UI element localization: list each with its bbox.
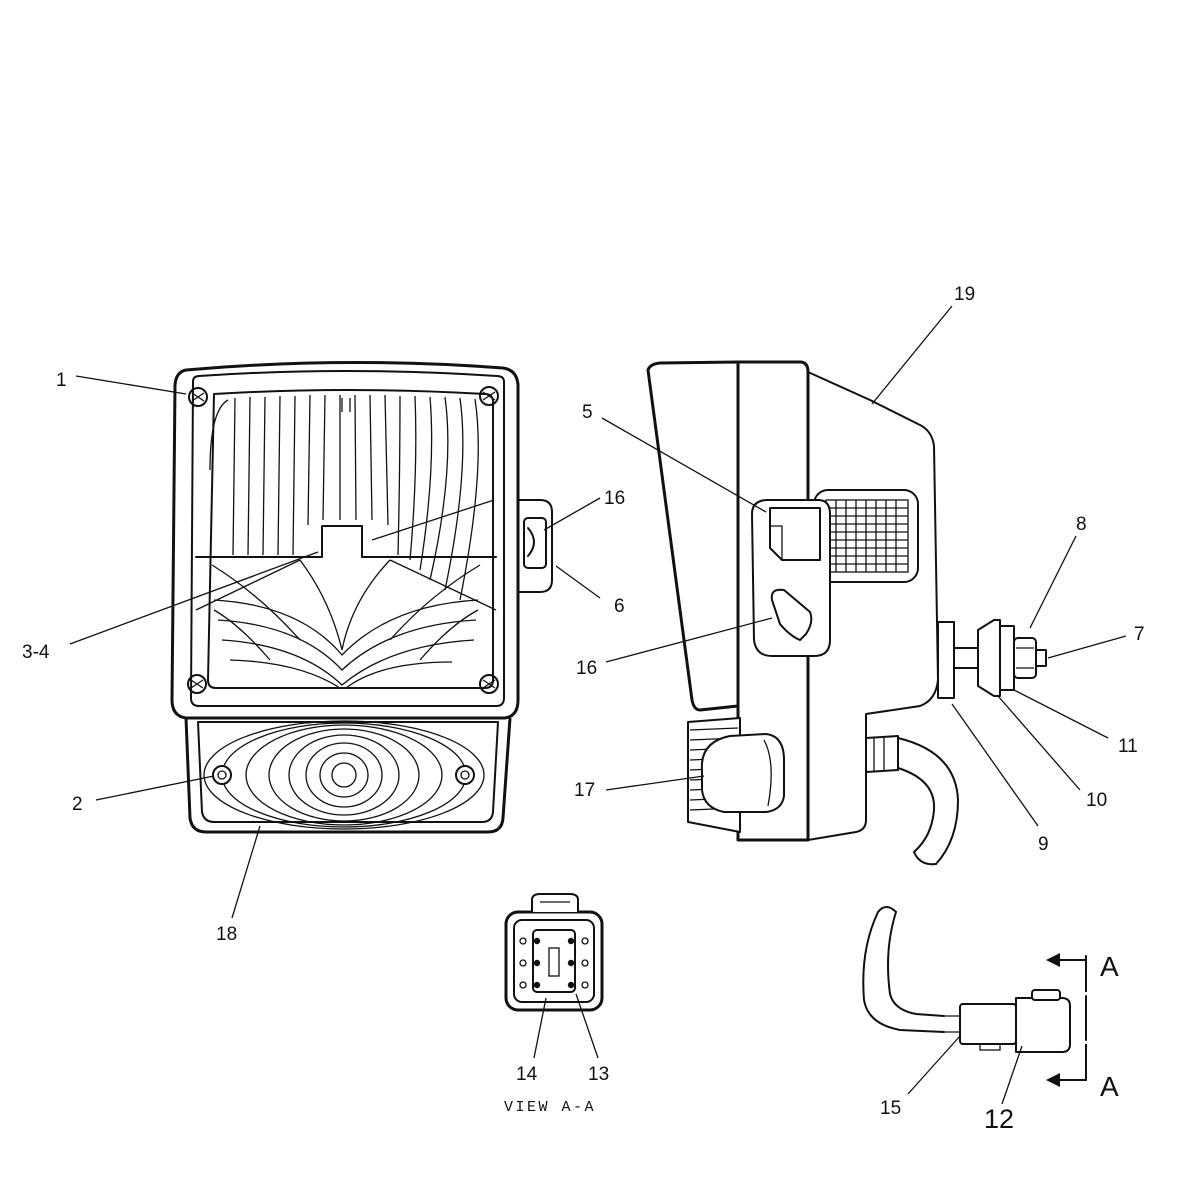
callout-6: 6 [614, 596, 625, 617]
view-label: VIEW A-A [504, 1099, 596, 1116]
lens-ribs [209, 394, 479, 601]
callout-16-top: 16 [604, 488, 625, 509]
callout-labels: 1 2 3-4 5 6 7 8 9 10 11 12 13 14 15 16 1… [22, 284, 1145, 1134]
callout-13: 13 [588, 1064, 609, 1085]
section-mark-top: A [1100, 951, 1119, 982]
callout-12: 12 [984, 1104, 1014, 1134]
callout-15: 15 [880, 1098, 901, 1119]
callout-16-mid: 16 [576, 658, 597, 679]
connector-end-view [504, 893, 604, 1012]
callout-14: 14 [516, 1064, 538, 1085]
lamp-front-view [170, 360, 553, 834]
corner-screws [187, 386, 499, 694]
callout-5: 5 [582, 402, 593, 423]
callout-8: 8 [1076, 514, 1087, 535]
callout-7: 7 [1134, 624, 1145, 645]
marker-grid [826, 500, 908, 572]
callout-19: 19 [954, 284, 975, 305]
callout-11: 11 [1118, 736, 1138, 757]
callout-10: 10 [1086, 790, 1107, 811]
callout-18: 18 [216, 924, 237, 945]
lens-pattern [195, 559, 497, 689]
leader-lines [69, 305, 1127, 1105]
turn-lens-rings [203, 720, 485, 830]
callout-3-4: 3-4 [22, 642, 50, 663]
callout-2: 2 [72, 794, 83, 815]
callout-1: 1 [56, 370, 67, 391]
plug-detail [862, 906, 1094, 1087]
lamp-side-view [646, 360, 1047, 866]
callout-9: 9 [1038, 834, 1049, 855]
section-mark-bottom: A [1100, 1071, 1119, 1102]
callout-17: 17 [574, 780, 595, 801]
